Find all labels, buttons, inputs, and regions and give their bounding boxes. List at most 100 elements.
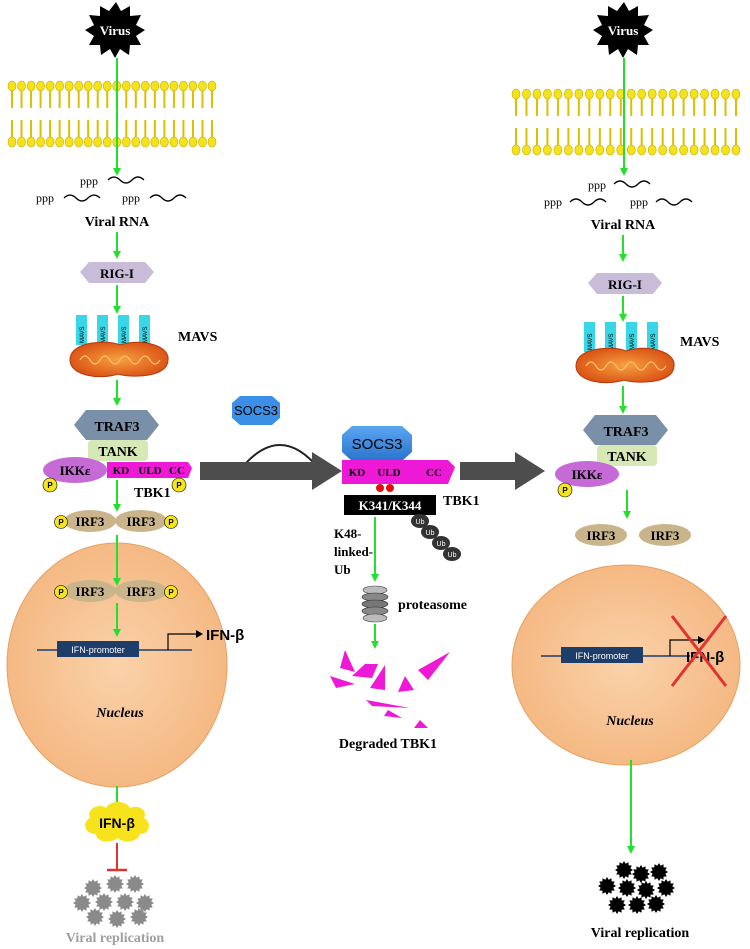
- lipid: [679, 144, 688, 156]
- lipid: [658, 144, 667, 156]
- irf3-dimer-nucleus: IRF3 IRF3 P P: [54, 580, 178, 602]
- kd-label-center: KD: [349, 467, 366, 479]
- virion-icon: [95, 893, 113, 911]
- rig-i-shape-right: [588, 273, 662, 294]
- ifn-beta-label: IFN-β: [206, 627, 244, 644]
- tank-shape-right: [597, 445, 657, 466]
- viral-rna-strands-right: [569, 180, 693, 206]
- tbk1-complex: KD ULD CC P: [107, 462, 192, 493]
- lipid: [179, 136, 188, 148]
- virion-icon: [657, 879, 675, 897]
- lipid: [188, 136, 198, 148]
- lipid: [731, 88, 741, 100]
- traf3-shape: [74, 410, 159, 440]
- svg-text:P: P: [562, 486, 568, 495]
- lipid: [131, 80, 141, 92]
- ikke-label: IKKε: [60, 463, 91, 478]
- lipid: [207, 80, 217, 92]
- virus-label-right: Virus: [608, 23, 639, 38]
- ikke-shape-right: [555, 461, 619, 487]
- transcription-arrow: [167, 633, 198, 650]
- k48-line-3: Ub: [334, 562, 351, 577]
- lipid: [710, 144, 720, 156]
- mavs-bars-right: MAVS MAVS MAVS MAVS: [584, 322, 658, 352]
- lipid: [679, 88, 688, 100]
- lipid: [198, 80, 207, 92]
- svg-text:IRF3: IRF3: [127, 514, 156, 529]
- lipid: [36, 80, 45, 92]
- svg-text:KD: KD: [113, 465, 130, 477]
- svg-text:Ub: Ub: [448, 552, 457, 559]
- lipid: [553, 144, 563, 156]
- lipid: [64, 80, 74, 92]
- cell-membrane-right: [511, 88, 741, 156]
- lipid: [26, 80, 36, 92]
- lipid: [543, 88, 552, 100]
- svg-text:IRF3: IRF3: [587, 528, 616, 543]
- lipid: [553, 88, 563, 100]
- rig-i-label-right: RIG-I: [608, 277, 642, 292]
- ppp-3: ppp: [122, 191, 140, 205]
- cc-label-center: CC: [426, 467, 442, 479]
- lipid: [64, 136, 74, 148]
- lipid: [647, 88, 657, 100]
- lipid: [17, 80, 26, 92]
- lipid: [522, 88, 531, 100]
- rig-i-label: RIG-I: [100, 266, 134, 281]
- tank-label-right: TANK: [607, 450, 647, 465]
- ppp-r3: ppp: [630, 195, 648, 209]
- k48-line-1: K48-: [334, 526, 361, 541]
- virion-icon: [126, 875, 144, 893]
- ifn-promoter-label-right: IFN-promoter: [575, 651, 629, 661]
- lipid: [710, 88, 720, 100]
- degraded-tbk1-label: Degraded TBK1: [339, 737, 437, 752]
- svg-text:MAVS: MAVS: [143, 326, 149, 343]
- svg-text:P: P: [58, 518, 64, 527]
- cell-membrane: [7, 80, 217, 148]
- lipid: [543, 144, 552, 156]
- svg-text:Ub: Ub: [426, 530, 435, 537]
- virion-icon: [73, 894, 91, 912]
- svg-text:IRF3: IRF3: [76, 584, 105, 599]
- gray-arrow-left: [200, 452, 342, 490]
- lipid: [637, 144, 647, 156]
- lipid: [179, 80, 188, 92]
- lipid: [522, 144, 531, 156]
- virion-icon: [615, 861, 633, 879]
- socs3-label: SOCS3: [352, 436, 403, 453]
- rig-i-shape: [80, 262, 154, 283]
- lipid: [574, 88, 584, 100]
- mavs-label-right: MAVS: [680, 335, 720, 350]
- svg-text:Ub: Ub: [437, 541, 446, 548]
- k341-box: [344, 495, 436, 515]
- nucleus-label-right: Nucleus: [605, 714, 654, 729]
- lipid: [605, 144, 615, 156]
- lipid: [7, 136, 17, 148]
- socs3-shape: [342, 426, 412, 461]
- tbk1-bound-shape: [342, 460, 455, 484]
- right-panel: Virus ppp ppp ppp Viral RNA RIG-I MAVS M…: [511, 2, 741, 941]
- ppp-r1: ppp: [588, 178, 606, 192]
- tank-shape: [88, 440, 148, 461]
- ikke-shape: [43, 457, 107, 483]
- lipid: [102, 136, 112, 148]
- ifn-beta-cloud: [85, 802, 149, 842]
- lipid: [721, 88, 730, 100]
- ppp-1: ppp: [80, 174, 98, 188]
- lipid: [574, 144, 584, 156]
- mavs-label: MAVS: [178, 330, 218, 345]
- lipid: [160, 136, 169, 148]
- socs3-shape-top: [232, 396, 280, 425]
- lipid: [102, 80, 112, 92]
- virion-icon: [618, 879, 636, 897]
- lipid: [564, 88, 573, 100]
- lipid: [731, 144, 741, 156]
- virion-icon: [86, 908, 104, 926]
- nucleus-right: [511, 564, 741, 766]
- svg-text:Ub: Ub: [416, 519, 425, 526]
- site-dot-1: [376, 484, 384, 492]
- mitochondrion-right: [575, 347, 675, 384]
- lipid: [7, 80, 17, 92]
- virus-icon-right: [593, 2, 653, 58]
